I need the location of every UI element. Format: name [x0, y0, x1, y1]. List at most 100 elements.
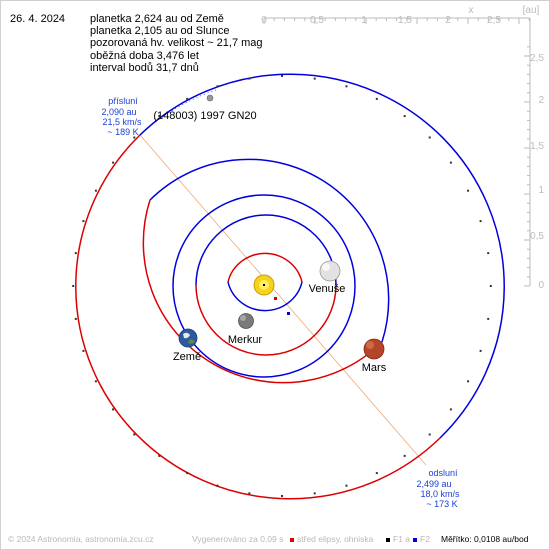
aphelion-speed: 18,0 km/s [420, 489, 460, 499]
footer-scale: Měřítko: 0,0108 au/bod [441, 534, 529, 544]
asteroid-position-point [216, 85, 219, 88]
asteroid-position-point [449, 408, 452, 411]
asteroid-label: (148003) 1997 GN20 [153, 110, 256, 122]
asteroid-position-point [487, 252, 490, 255]
asteroid-position-point [403, 454, 406, 457]
y-tick-label: 2 [538, 95, 544, 106]
footer-legend-f1: F1 a [386, 534, 410, 544]
x-tick-label: 2 [445, 15, 451, 26]
asteroid-position-point [82, 349, 85, 352]
info-distance-sun: planetka 2,105 au od Slunce [90, 25, 230, 38]
asteroid-position-point [248, 492, 251, 495]
orbit-asteroid-dotted [139, 89, 217, 136]
perihelion-speed: 21,5 km/s [102, 117, 142, 127]
asteroid-position-point [281, 75, 283, 77]
mercury-highlight [240, 315, 246, 321]
footer-copyright: © 2024 Astronomia, astronomia.zcu.cz [8, 534, 154, 544]
ellipse-center-marker [274, 297, 277, 300]
f1-swatch [386, 537, 390, 542]
venus-label: Venuše [309, 283, 346, 295]
asteroid-position-point [375, 97, 378, 100]
asteroid-position-point [345, 484, 348, 487]
asteroid-position-point [112, 161, 115, 164]
x-tick-label: 1,5 [398, 15, 412, 26]
f2-swatch [413, 537, 417, 542]
asteroid-position-point [94, 189, 97, 192]
asteroid-position-point [313, 492, 316, 495]
asteroid-position-point [281, 495, 283, 497]
aphelion-label: odsluní [428, 468, 458, 478]
orbit-mercury-near [227, 281, 303, 312]
asteroid-position-point [72, 285, 75, 287]
asteroid-position-point [479, 349, 482, 352]
mars-label: Mars [362, 362, 387, 374]
asteroid-position-point [74, 317, 77, 320]
asteroid-position-point [428, 136, 431, 139]
x-ticks [263, 18, 530, 24]
apsis-labels: přísluní 2,090 au 21,5 km/s ~ 189 K odsl… [101, 96, 460, 509]
info-period: oběžná doba 3,476 let [90, 49, 199, 62]
center-swatch [290, 537, 294, 542]
x-tick-label: 0 [261, 15, 267, 26]
orbit-asteroid-near [139, 73, 505, 439]
asteroid-position-point [489, 285, 492, 287]
asteroid-marker [206, 94, 214, 102]
earth-label: Země [173, 351, 201, 363]
perihelion-label: přísluní [108, 96, 138, 106]
aphelion-temp: ~ 173 K [426, 499, 457, 509]
venus-highlight [322, 263, 330, 271]
orbit-asteroid-far [75, 134, 441, 500]
y-ticks [524, 46, 530, 287]
asteroid-position-point [74, 252, 77, 255]
asteroid-position-points [72, 75, 492, 497]
asteroid-position-point [158, 115, 161, 118]
legend-f1-text: F1 a [393, 534, 411, 544]
asteroid-position-point [158, 454, 161, 457]
y-tick-label: 1 [538, 185, 544, 196]
asteroid-position-point [313, 77, 316, 80]
earth-planet [178, 328, 198, 348]
asteroid-position-point [375, 472, 378, 475]
asteroid-position-point [403, 115, 406, 118]
x-tick-label: 1 [361, 15, 367, 26]
orbit-venus-far [195, 284, 337, 356]
asteroid-position-point [428, 433, 431, 436]
footer-generated: Vygenerováno za 0,09 s [192, 534, 284, 544]
legend-center-text: střed elipsy, ohniska [297, 534, 374, 544]
apsis-line [139, 134, 427, 466]
orbit-earth [172, 194, 356, 378]
mars-planet [363, 338, 385, 360]
date-label: 26. 4. 2024 [10, 13, 66, 25]
y-tick-label: 2,5 [530, 53, 544, 64]
axis-unit: [au] [523, 5, 540, 16]
asteroid-position-point [112, 408, 115, 411]
axes [263, 17, 531, 287]
info-panel: planetka 2,624 au od Země planetka 2,105… [90, 13, 263, 74]
asteroid-position-point [449, 161, 452, 164]
x-axis-name: x [469, 5, 474, 16]
y-tick-label: 1,5 [530, 141, 544, 152]
venus-planet [319, 260, 341, 282]
info-distance-earth: planetka 2,624 au od Země [90, 13, 224, 25]
asteroid-position-point [133, 433, 136, 436]
perihelion-distance: 2,090 au [101, 107, 136, 117]
earth-land [188, 339, 195, 344]
y-tick-label: 0,5 [530, 231, 544, 242]
sun-focus-marker [263, 284, 265, 286]
asteroid-position-point [345, 85, 348, 88]
x-tick-label: 0,5 [310, 15, 324, 26]
orbit-mars-far [142, 199, 383, 384]
mercury-label: Merkur [228, 334, 263, 346]
perihelion-temp: ~ 189 K [107, 127, 138, 137]
info-magnitude: pozorovaná hv. velikost ~ 21,7 mag [90, 37, 263, 50]
y-tick-label: 0 [538, 280, 544, 291]
orbit-mars-near [149, 158, 390, 343]
sun [253, 274, 275, 296]
orbit-mercury-far [227, 252, 303, 283]
info-point-interval: interval bodů 31,7 dnů [90, 61, 199, 74]
earth-clouds [183, 332, 190, 339]
asteroid-position-point [133, 136, 136, 139]
planet-orbits [75, 73, 505, 500]
